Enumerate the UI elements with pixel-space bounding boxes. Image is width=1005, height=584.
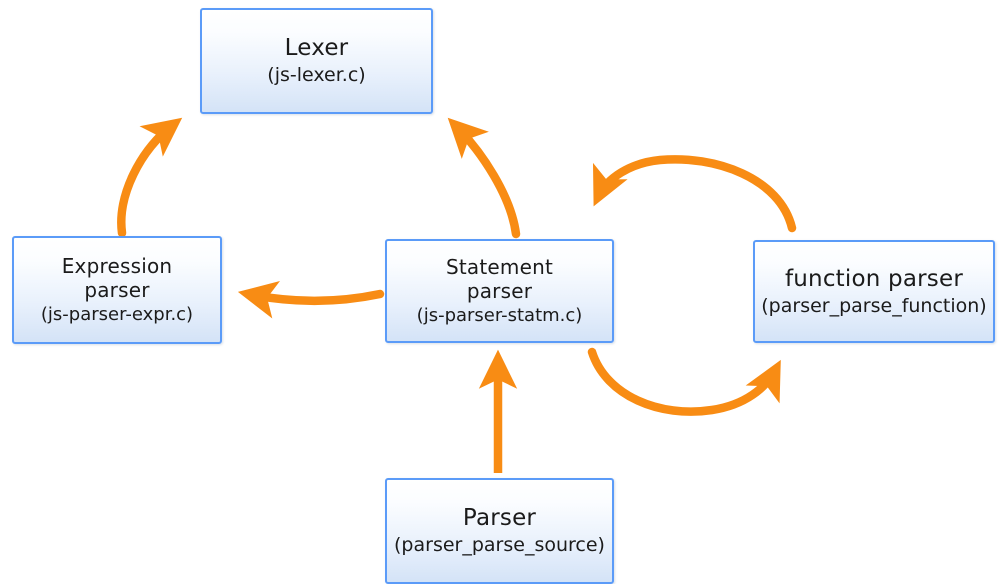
node-lexer-subtitle: (js-lexer.c): [267, 64, 366, 87]
node-expression-parser-subtitle: (js-parser-expr.c): [40, 304, 194, 326]
arrow-statement-to-lexer: [447, 117, 521, 239]
arrow-function-to-statement: [593, 155, 797, 233]
node-lexer-title: Lexer: [284, 35, 349, 62]
node-statement-parser-title: Statement: [445, 255, 554, 280]
node-function-parser-title: function parser: [784, 265, 963, 292]
node-statement-parser-title2: parser: [466, 279, 533, 304]
node-lexer[interactable]: Lexer (js-lexer.c): [200, 8, 433, 114]
arrow-statement-to-expression: [237, 280, 385, 319]
arrow-statement-to-function: [587, 347, 781, 416]
node-expression-parser-title: Expression: [61, 254, 173, 279]
node-function-parser-subtitle: (parser_parse_function): [761, 294, 987, 317]
node-parser-title: Parser: [462, 505, 537, 532]
node-function-parser[interactable]: function parser (parser_parse_function): [753, 240, 995, 343]
node-expression-parser[interactable]: Expression parser (js-parser-expr.c): [12, 236, 222, 344]
node-statement-parser-subtitle: (js-parser-statm.c): [416, 305, 583, 327]
node-expression-parser-title2: parser: [84, 278, 150, 303]
node-parser-subtitle: (parser_parse_source): [394, 534, 605, 557]
arrow-expression-to-lexer: [117, 117, 183, 238]
node-statement-parser[interactable]: Statement parser (js-parser-statm.c): [385, 239, 614, 343]
node-parser[interactable]: Parser (parser_parse_source): [385, 478, 614, 584]
